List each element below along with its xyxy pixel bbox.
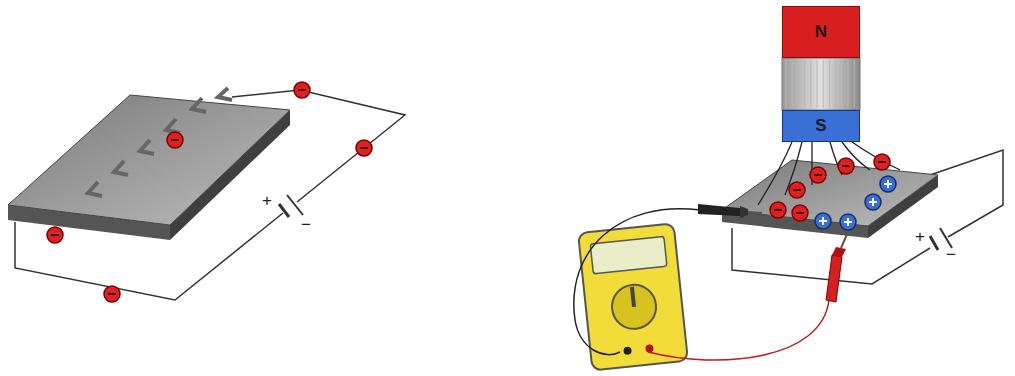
magnet-stripe <box>835 60 836 108</box>
polarity-sign: − <box>301 216 311 233</box>
magnet-stripe <box>792 60 793 108</box>
magnet-stripe <box>823 60 824 108</box>
polarity-sign: − <box>946 246 956 263</box>
magnet-stripe <box>841 60 842 108</box>
polarity-sign: + <box>262 192 272 209</box>
bar-magnet <box>782 58 860 110</box>
magnet-stripe <box>848 60 849 108</box>
probe-lead <box>574 209 700 355</box>
conductor-plate <box>8 95 290 240</box>
black-probe <box>698 204 762 218</box>
polarity-sign: + <box>915 228 925 245</box>
magnet-north-pole: N <box>782 6 860 58</box>
probe-lead <box>648 300 829 360</box>
current-chevrons <box>88 88 232 196</box>
battery-symbol <box>279 195 303 217</box>
red-probe <box>826 232 848 302</box>
magnet-stripe <box>854 60 855 108</box>
magnet-south-pole: S <box>782 110 860 142</box>
magnet-stripe <box>786 60 787 108</box>
magnet-stripe <box>804 60 805 108</box>
pole-label: N <box>815 22 827 42</box>
magnet-stripe <box>798 60 799 108</box>
conductor-plate <box>722 160 938 238</box>
pole-label: S <box>815 116 826 136</box>
magnet-stripe <box>829 60 830 108</box>
magnet-stripe <box>817 60 818 108</box>
magnet-stripe <box>810 60 811 108</box>
